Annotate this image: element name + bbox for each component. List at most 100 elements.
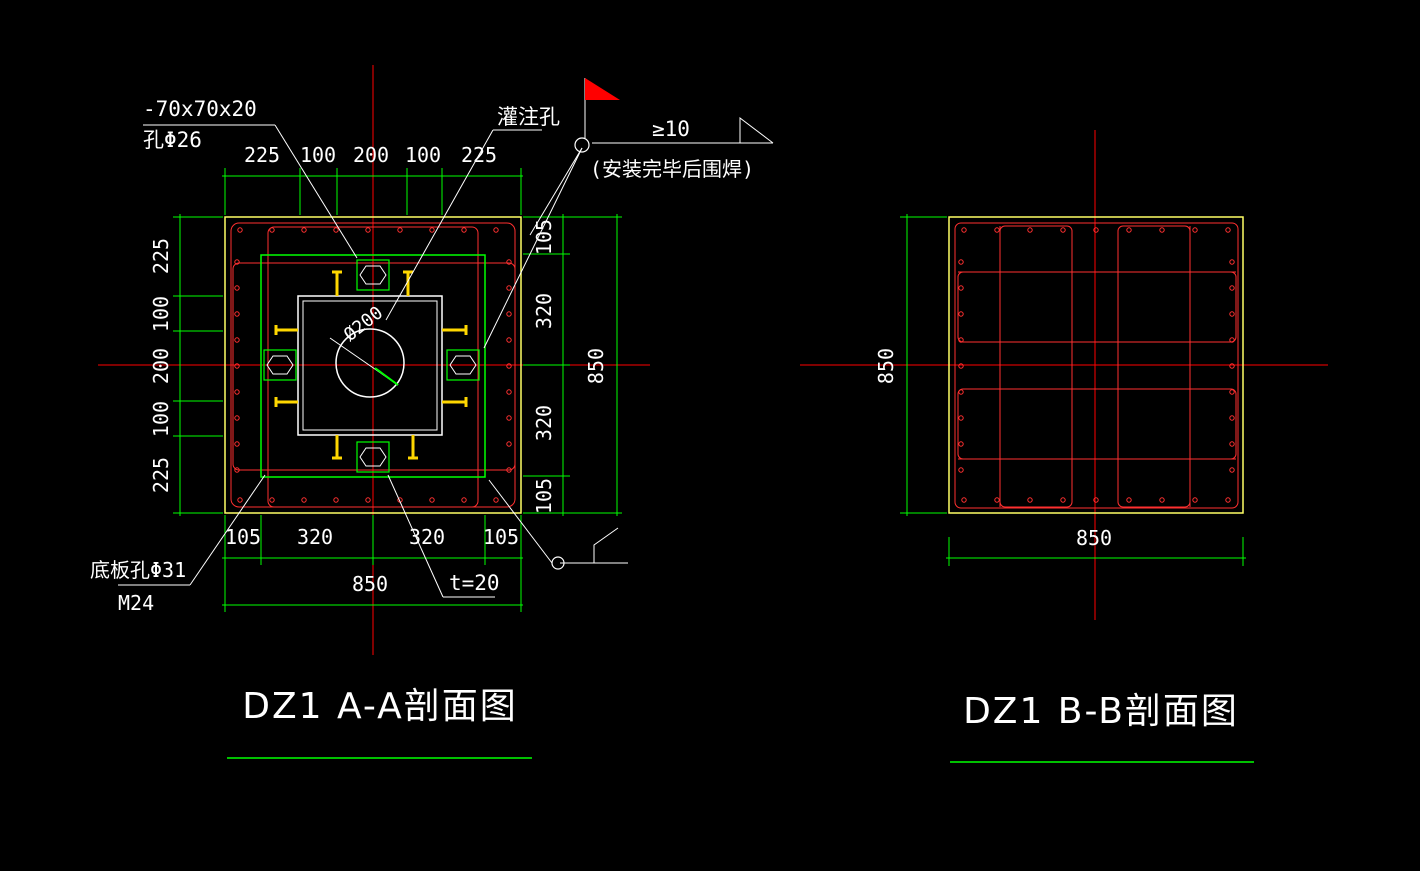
column-outline-b <box>948 216 1244 514</box>
rebar-dot <box>506 389 512 395</box>
rebar-dot <box>506 285 512 291</box>
rebar-dot <box>1229 311 1235 317</box>
rebar-dot <box>1159 227 1165 233</box>
rebar-dot <box>958 467 964 473</box>
rebar-dot <box>1225 227 1231 233</box>
rebar-dot <box>506 311 512 317</box>
column-outline-a <box>224 216 522 514</box>
rebar-dot <box>237 497 243 503</box>
rebar-dot <box>234 389 240 395</box>
rebar-cage-outer-b <box>954 222 1239 509</box>
rebar-dot <box>1229 363 1235 369</box>
rebar-dot <box>429 497 435 503</box>
steel-tube-outer <box>297 295 443 436</box>
bottom-total-dim: 850 <box>352 572 388 596</box>
rebar-cage-horizontal-a <box>232 262 516 471</box>
rebar-dot <box>994 497 1000 503</box>
rebar-dot <box>1159 497 1165 503</box>
rebar-dot <box>429 227 435 233</box>
bottom-dim-4: 105 <box>483 525 519 549</box>
section-b-title: DZ1 B-B剖面图 <box>963 691 1239 732</box>
rebar-dot <box>1192 227 1198 233</box>
rebar-dot <box>365 227 371 233</box>
rebar-dot <box>958 259 964 265</box>
rebar-dot <box>961 497 967 503</box>
right-dim-1: 105 <box>532 219 556 255</box>
anchor-plate-right <box>446 349 480 381</box>
rebar-dot <box>1229 389 1235 395</box>
weld-symbol-circle-top <box>574 137 590 153</box>
label-base-hole: 底板孔Φ31 <box>90 558 186 582</box>
rebar-dot <box>493 227 499 233</box>
rebar-dot <box>506 363 512 369</box>
rebar-dot <box>961 227 967 233</box>
rebar-dot <box>1229 337 1235 343</box>
rebar-dots-b <box>958 227 1235 503</box>
rebar-dot <box>234 441 240 447</box>
rebar-dot <box>234 285 240 291</box>
leader-lines <box>118 116 774 598</box>
left-dim-1: 225 <box>149 238 173 274</box>
rebar-dot <box>958 285 964 291</box>
right-dim-3: 320 <box>532 405 556 441</box>
base-plate-a <box>260 254 486 478</box>
anchor-plate-left <box>263 349 297 381</box>
label-pour-hole: 灌注孔 <box>497 105 560 129</box>
rebar-dot <box>1225 497 1231 503</box>
rebar-dot <box>1192 497 1198 503</box>
rebar-dot <box>958 415 964 421</box>
rebar-dot <box>333 497 339 503</box>
rebar-dot <box>301 227 307 233</box>
pour-hole-circle <box>335 328 405 398</box>
rebar-dot <box>234 415 240 421</box>
shear-studs <box>274 270 468 460</box>
rebar-dot <box>269 227 275 233</box>
rebar-dot <box>234 363 240 369</box>
weld-symbol-circle-bottom <box>551 556 565 570</box>
rebar-dot <box>506 467 512 473</box>
rebar-dot <box>1060 227 1066 233</box>
rebar-dot <box>958 337 964 343</box>
rebar-dot <box>301 497 307 503</box>
rebar-dot <box>234 259 240 265</box>
rebar-dot <box>1093 227 1099 233</box>
rebar-dot <box>234 311 240 317</box>
rebar-dots-a <box>234 227 512 503</box>
right-dim-2: 320 <box>532 293 556 329</box>
rebar-dot <box>365 497 371 503</box>
rebar-dot <box>1229 259 1235 265</box>
rebar-dot <box>506 337 512 343</box>
top-dim-3: 200 <box>353 143 389 167</box>
right-total-dim: 850 <box>584 348 608 384</box>
rebar-dot <box>958 311 964 317</box>
rebar-dot <box>1229 415 1235 421</box>
bottom-dim-1: 105 <box>225 525 261 549</box>
rebar-dot <box>1126 227 1132 233</box>
rebar-dot <box>958 363 964 369</box>
top-dim-1: 225 <box>244 143 280 167</box>
top-dimension-chain <box>222 168 523 215</box>
left-dimension-chain <box>173 214 223 516</box>
rebar-dot <box>1229 441 1235 447</box>
section-a: Ø200 <box>90 65 774 759</box>
section-a-title: DZ1 A-A剖面图 <box>242 686 517 727</box>
left-dim-3: 200 <box>149 348 173 384</box>
rebar-grid-b <box>957 225 1237 508</box>
rebar-dot <box>493 497 499 503</box>
b-bottom-dim: 850 <box>1076 526 1112 550</box>
rebar-dot <box>397 227 403 233</box>
right-dim-4: 105 <box>532 478 556 514</box>
top-dim-2: 100 <box>300 143 336 167</box>
rebar-dot <box>1027 497 1033 503</box>
rebar-dot <box>1027 227 1033 233</box>
rebar-dot <box>506 415 512 421</box>
rebar-dot <box>506 441 512 447</box>
circle-label: Ø200 <box>340 302 387 345</box>
left-dim-4: 100 <box>149 401 173 437</box>
steel-tube-inner <box>302 300 438 431</box>
rebar-dot <box>234 337 240 343</box>
rebar-dot <box>461 497 467 503</box>
rebar-dot <box>333 227 339 233</box>
bottom-dim-2: 320 <box>297 525 333 549</box>
left-dimension-b <box>900 214 947 516</box>
